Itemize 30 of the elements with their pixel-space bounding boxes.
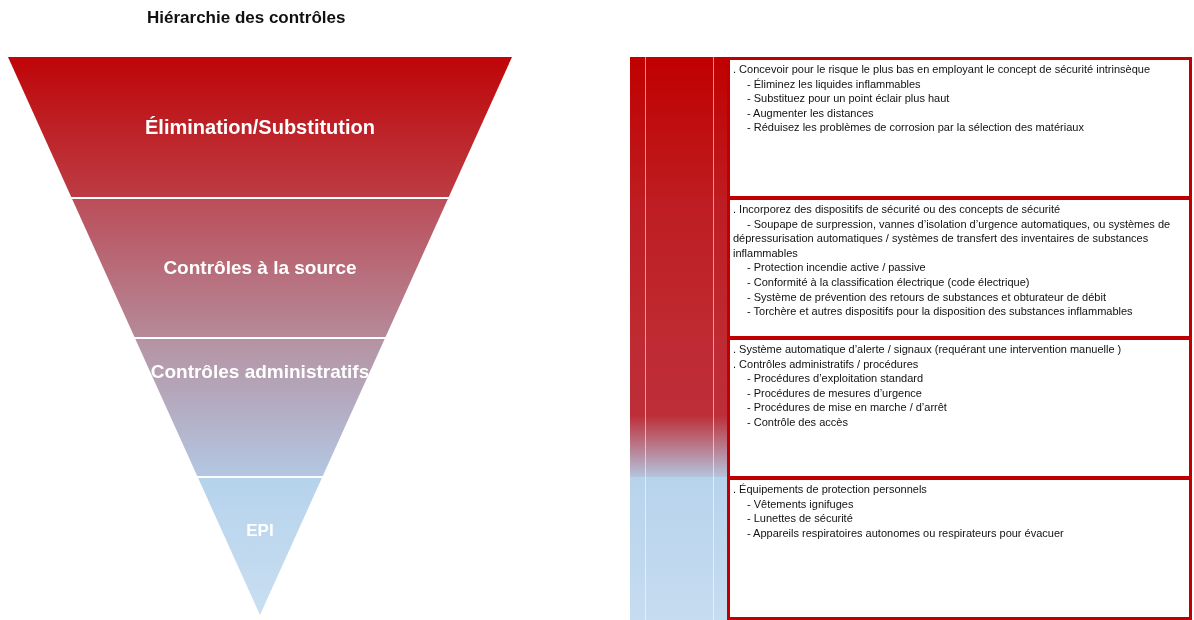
list-item: - Appareils respiratoires autonomes ou respirateurs pour évacuer bbox=[746, 525, 1065, 541]
list-item: - Torchère et autres dispositifs pour la disposition des substances inflammables bbox=[746, 304, 1134, 319]
band-label: EPI bbox=[246, 520, 274, 541]
list-item: - Substituez pour un point éclair plus haut bbox=[746, 91, 951, 106]
list-item: - Conformité à la classification électrique (code électrique) bbox=[746, 274, 1031, 290]
band-label: Contrôles administratifs bbox=[150, 360, 370, 383]
description-box bbox=[727, 477, 1192, 620]
list-item: - Vêtements ignifuges bbox=[746, 496, 855, 512]
list-item: . Système automatique d’alerte / signaux (requérant une intervention manuelle ) bbox=[733, 342, 1123, 357]
list-item: - Procédures d’exploitation standard bbox=[746, 371, 925, 386]
list-item: - Éliminez les liquides inflammables bbox=[746, 76, 922, 92]
list-item: - Lunettes de sécurité bbox=[746, 511, 854, 526]
band-label: Contrôles à la source bbox=[163, 257, 357, 279]
list-item: - Soupape de surpression, vannes d’isolation d’urgence automatiques, ou systèmes de dépressurisation automatiques / systèmes de transfert des inventaires de substances inflammables bbox=[733, 216, 1172, 261]
list-item: - Contrôle des accès bbox=[746, 414, 849, 430]
list-item: . Concevoir pour le risque le plus bas en employant le concept de sécurité intrinsèque bbox=[733, 62, 1152, 77]
list-item: - Augmenter les distances bbox=[746, 105, 875, 121]
list-item: - Réduisez les problèmes de corrosion par la sélection des matériaux bbox=[746, 120, 1085, 135]
title: Hiérarchie des contrôles bbox=[147, 8, 346, 28]
description-box bbox=[727, 57, 1192, 199]
list-item: - Procédures de mesures d’urgence bbox=[746, 385, 923, 401]
list-item: . Contrôles administratifs / procédures bbox=[733, 356, 920, 372]
list-item: - Procédures de mise en marche / d’arrêt bbox=[746, 400, 948, 415]
description-box bbox=[727, 337, 1192, 479]
list-item: - Protection incendie active / passive bbox=[746, 260, 927, 275]
description-box bbox=[727, 197, 1192, 339]
band-label: Élimination/Substitution bbox=[145, 115, 375, 139]
list-item: - Système de prévention des retours de substances et obturateur de débit bbox=[746, 289, 1107, 305]
list-item: . Incorporez des dispositifs de sécurité ou des concepts de sécurité bbox=[733, 202, 1062, 217]
list-item: . Équipements de protection personnels bbox=[733, 482, 928, 497]
